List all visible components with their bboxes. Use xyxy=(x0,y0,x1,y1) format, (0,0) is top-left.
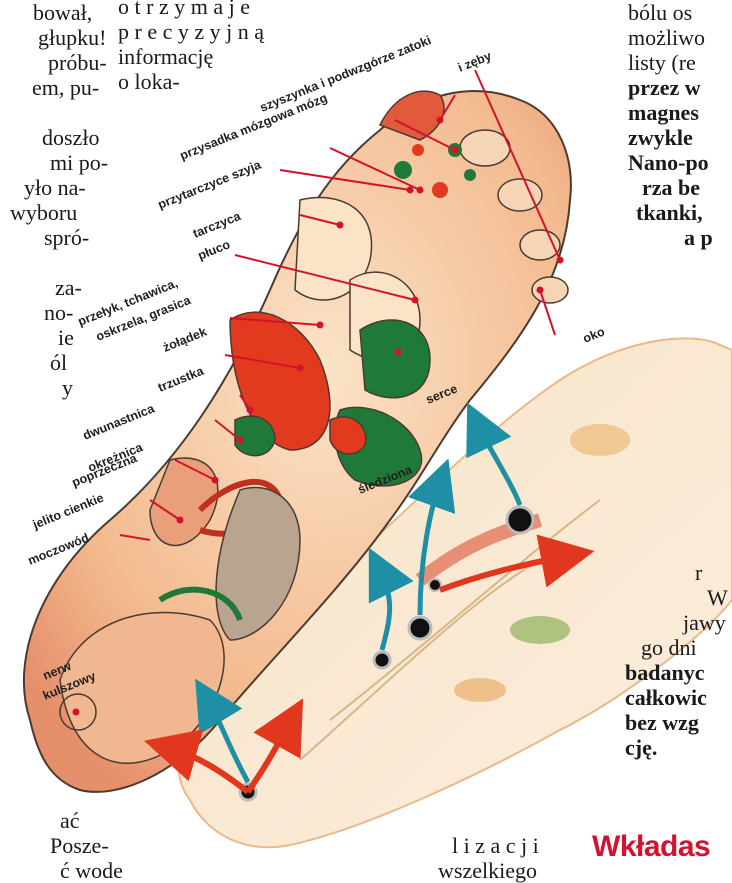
text-line-bold: magnes xyxy=(628,100,732,125)
text-line: wszelkiego xyxy=(438,858,578,883)
text-line: możliwo xyxy=(628,25,732,50)
text-line: ie xyxy=(0,325,140,350)
text-line-bold: Nano-po xyxy=(628,150,732,175)
text-line-bold: badanyc xyxy=(605,660,715,685)
label-przytarczyce: przytarczyce szyja xyxy=(156,157,264,212)
text-line-bold: bez wzg xyxy=(605,710,715,735)
label-tarczyca: tarczyca xyxy=(191,209,244,241)
text-line: informację xyxy=(118,44,338,69)
text-line: go dni xyxy=(605,635,715,660)
right-column-top: bólu os możliwo listy (re przez w magnes… xyxy=(628,0,732,250)
text-line: l i z a c j i xyxy=(438,833,578,858)
text-line: W xyxy=(605,585,715,610)
text-line: r xyxy=(605,560,715,585)
text-line-bold: przez w xyxy=(628,75,732,100)
text-line: ól xyxy=(0,350,140,375)
label-jelito: jelito cienkie xyxy=(30,491,106,532)
label-oko: oko xyxy=(581,324,607,345)
text-line-bold: zwykle xyxy=(628,125,732,150)
text-line: jawy xyxy=(605,610,715,635)
right-column-bottom: r W jawy go dni badanyc całkowic bez wzg… xyxy=(605,560,715,760)
text-line: ć wode xyxy=(0,858,140,883)
text-line-bold: całkowic xyxy=(605,685,715,710)
left-column-bottom: ać Posze- ć wode xyxy=(0,808,140,883)
text-line: doszło xyxy=(0,125,140,150)
text-line: no- xyxy=(0,300,140,325)
text-line-bold: cję. xyxy=(605,735,715,760)
text-line: wyboru xyxy=(0,200,140,225)
text-line: mi po- xyxy=(0,150,140,175)
section-headline: Wkładas xyxy=(592,830,710,864)
text-line: bólu os xyxy=(628,0,732,25)
text-line: o t r z y m a j e xyxy=(118,0,338,19)
label-zoladek: żołądek xyxy=(161,325,209,355)
label-przysadka: przysadka mózgowa mózg xyxy=(178,91,329,163)
middle-column-bottom: l i z a c j i wszelkiego xyxy=(438,833,578,883)
label-pluco: płuco xyxy=(196,237,232,263)
text-line: Posze- xyxy=(0,833,140,858)
blank-line xyxy=(0,250,140,275)
text-line: ać xyxy=(0,808,140,833)
text-line-bold: tkanki, xyxy=(628,200,732,225)
label-trzustka: trzustka xyxy=(156,363,207,394)
text-line: p r e c y z y j n ą xyxy=(118,19,338,44)
text-line: listy (re xyxy=(628,50,732,75)
text-line-bold: rza be xyxy=(628,175,732,200)
middle-column-top: o t r z y m a j e p r e c y z y j n ą in… xyxy=(118,0,338,94)
label-dwunastnica: dwunastnica xyxy=(81,401,157,443)
blank-line xyxy=(0,100,140,125)
text-line: o loka- xyxy=(118,69,338,94)
text-line: y xyxy=(0,375,140,400)
text-line-bold: a p xyxy=(628,225,732,250)
text-line: spró- xyxy=(0,225,140,250)
text-line: za- xyxy=(0,275,140,300)
text-line: yło na- xyxy=(0,175,140,200)
